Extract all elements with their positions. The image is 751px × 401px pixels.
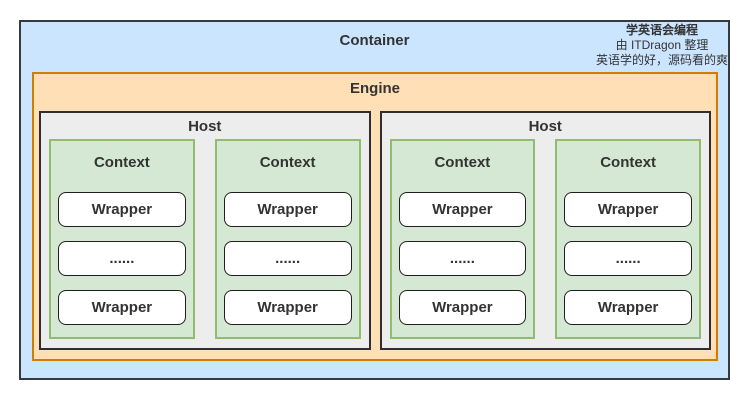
contexts-row: Context Wrapper ...... Wrapper Context W… [382, 139, 710, 339]
engine-box: Engine Host Context Wrapper ...... Wrapp… [32, 72, 718, 361]
context-label: Context [93, 154, 150, 171]
hosts-row: Host Context Wrapper ...... Wrapper Cont… [34, 111, 716, 350]
wrappers-column: Wrapper ...... Wrapper [392, 192, 534, 325]
wrapper-box: Wrapper [398, 192, 527, 227]
wrappers-column: Wrapper ...... Wrapper [51, 192, 193, 325]
context-label: Context [259, 154, 316, 171]
wrappers-column: Wrapper ...... Wrapper [217, 192, 359, 325]
wrapper-box: Wrapper [223, 290, 352, 325]
host-label: Host [188, 118, 222, 135]
wrapper-ellipsis-box: ...... [58, 241, 186, 276]
host-label: Host [528, 118, 562, 135]
context-box-1-1: Context Wrapper ...... Wrapper [49, 139, 195, 339]
wrapper-box: Wrapper [564, 192, 692, 227]
contexts-row: Context Wrapper ...... Wrapper Context W… [41, 139, 369, 339]
watermark-text: 学英语会编程 由 ITDragon 整理 英语学的好，源码看的爽 [576, 23, 748, 68]
wrapper-box: Wrapper [398, 290, 527, 325]
context-box-1-2: Context Wrapper ...... Wrapper [214, 139, 361, 339]
engine-label: Engine [349, 80, 400, 97]
watermark-line-2: 由 ITDragon 整理 [615, 38, 709, 52]
watermark-line-1: 学英语会编程 [625, 23, 698, 37]
container-box: Container Engine Host Context Wrapper ..… [19, 20, 730, 380]
context-label: Context [434, 154, 491, 171]
wrapper-box: Wrapper [223, 192, 352, 227]
context-box-2-2: Context Wrapper ...... Wrapper [555, 139, 701, 339]
host-box-1: Host Context Wrapper ...... Wrapper Cont… [39, 111, 371, 350]
wrapper-ellipsis-box: ...... [398, 241, 527, 276]
host-box-2: Host Context Wrapper ...... Wrapper Cont… [379, 111, 711, 350]
context-box-2-1: Context Wrapper ...... Wrapper [389, 139, 536, 339]
container-label: Container [339, 32, 410, 49]
watermark-line-3: 英语学的好，源码看的爽 [595, 53, 728, 67]
wrapper-box: Wrapper [58, 192, 186, 227]
wrapper-ellipsis-box: ...... [223, 241, 352, 276]
wrappers-column: Wrapper ...... Wrapper [557, 192, 699, 325]
wrapper-box: Wrapper [564, 290, 692, 325]
wrapper-ellipsis-box: ...... [564, 241, 692, 276]
context-label: Context [600, 154, 657, 171]
wrapper-box: Wrapper [58, 290, 186, 325]
